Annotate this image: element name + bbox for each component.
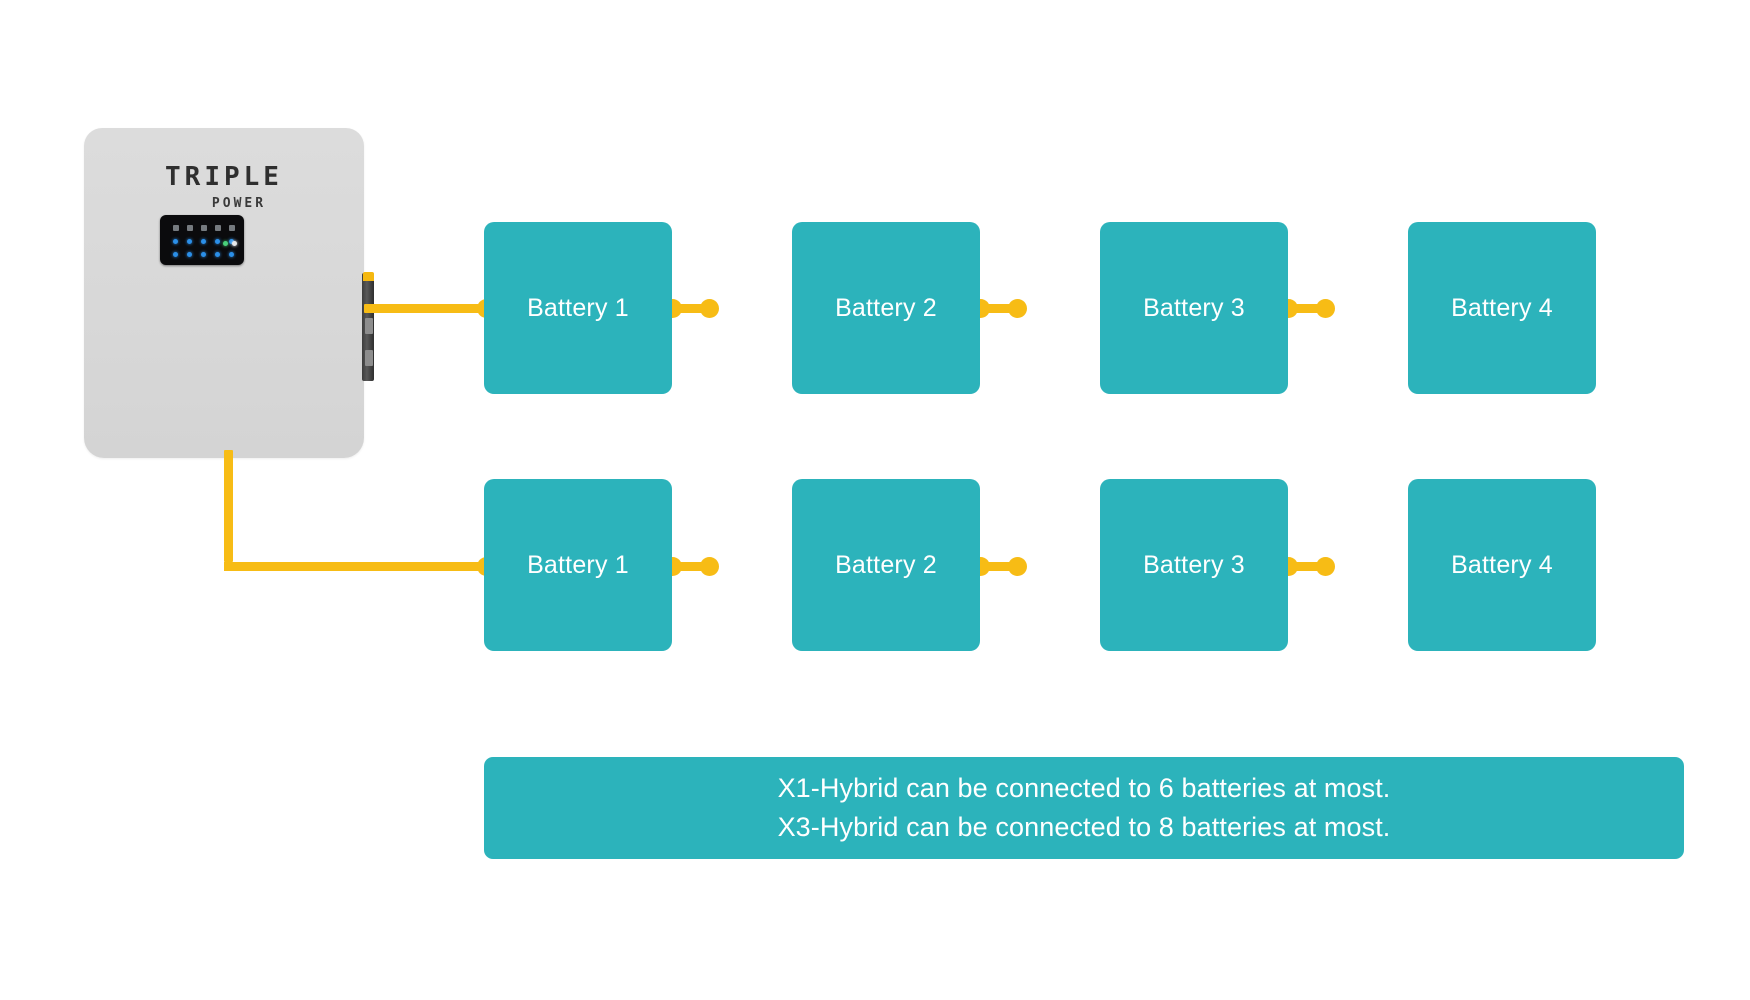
led-indicator (184, 236, 195, 247)
battery-row1-2[interactable]: Battery 2 (792, 222, 980, 394)
led-indicator-grid (170, 223, 237, 260)
battery-row2-2[interactable]: Battery 2 (792, 479, 980, 651)
note-line-1: X1-Hybrid can be connected to 6 batterie… (777, 773, 1391, 804)
cable-row2-b1-b2 (672, 562, 710, 571)
led-indicator (198, 236, 209, 247)
led-status-icon (232, 241, 237, 246)
brand-name: TRIPLE (165, 162, 283, 192)
battery-row2-4[interactable]: Battery 4 (1408, 479, 1596, 651)
led-indicator (212, 236, 223, 247)
led-status-panel (160, 215, 244, 265)
cable-row1-b2-b3 (980, 304, 1018, 313)
led-indicator (212, 249, 223, 260)
cable-inverter-drop (224, 450, 233, 562)
led-indicator (170, 236, 181, 247)
battery-row1-1[interactable]: Battery 1 (484, 222, 672, 394)
cable-node (700, 557, 719, 576)
cable-row1-b1-b2 (672, 304, 710, 313)
led-icon (170, 223, 181, 234)
led-indicator (170, 249, 181, 260)
inverter-logo: TRIPLE POWER (84, 164, 364, 211)
led-icon (184, 223, 195, 234)
battery-row1-4[interactable]: Battery 4 (1408, 222, 1596, 394)
battery-label: Battery 3 (1143, 550, 1245, 579)
battery-port-notch-icon (365, 350, 373, 366)
inverter-device: TRIPLE POWER (84, 128, 374, 458)
led-indicator (184, 249, 195, 260)
cable-node (1316, 557, 1335, 576)
note-line-2: X3-Hybrid can be connected to 8 batterie… (777, 812, 1391, 842)
battery-label: Battery 3 (1143, 293, 1245, 322)
cable-drop-to-row2 (224, 562, 494, 571)
battery-label: Battery 2 (835, 550, 937, 579)
cable-inverter-to-row1 (364, 304, 494, 313)
cable-row2-b2-b3 (980, 562, 1018, 571)
led-indicator (226, 236, 237, 247)
battery-label: Battery 2 (835, 293, 937, 322)
cable-node (1008, 299, 1027, 318)
brand-subtitle: POWER (211, 196, 267, 211)
battery-row2-3[interactable]: Battery 3 (1100, 479, 1288, 651)
cable-node (700, 299, 719, 318)
led-power-icon (223, 241, 228, 246)
led-side-indicators (223, 241, 237, 246)
led-indicator (226, 249, 237, 260)
battery-label: Battery 1 (527, 550, 629, 579)
cable-row2-b3-b4 (1288, 562, 1326, 571)
battery-row2-1[interactable]: Battery 1 (484, 479, 672, 651)
capacity-note-banner: X1-Hybrid can be connected to 6 batterie… (484, 757, 1684, 859)
cable-row1-b3-b4 (1288, 304, 1326, 313)
battery-row1-3[interactable]: Battery 3 (1100, 222, 1288, 394)
led-icon (212, 223, 223, 234)
battery-label: Battery 4 (1451, 293, 1553, 322)
cable-node (1008, 557, 1027, 576)
battery-port-notch-icon (365, 318, 373, 334)
battery-label: Battery 1 (527, 293, 629, 322)
battery-port-cap-icon (363, 272, 374, 281)
led-indicator (198, 249, 209, 260)
led-icon (226, 223, 237, 234)
led-icon (198, 223, 209, 234)
cable-node (1316, 299, 1335, 318)
battery-label: Battery 4 (1451, 550, 1553, 579)
